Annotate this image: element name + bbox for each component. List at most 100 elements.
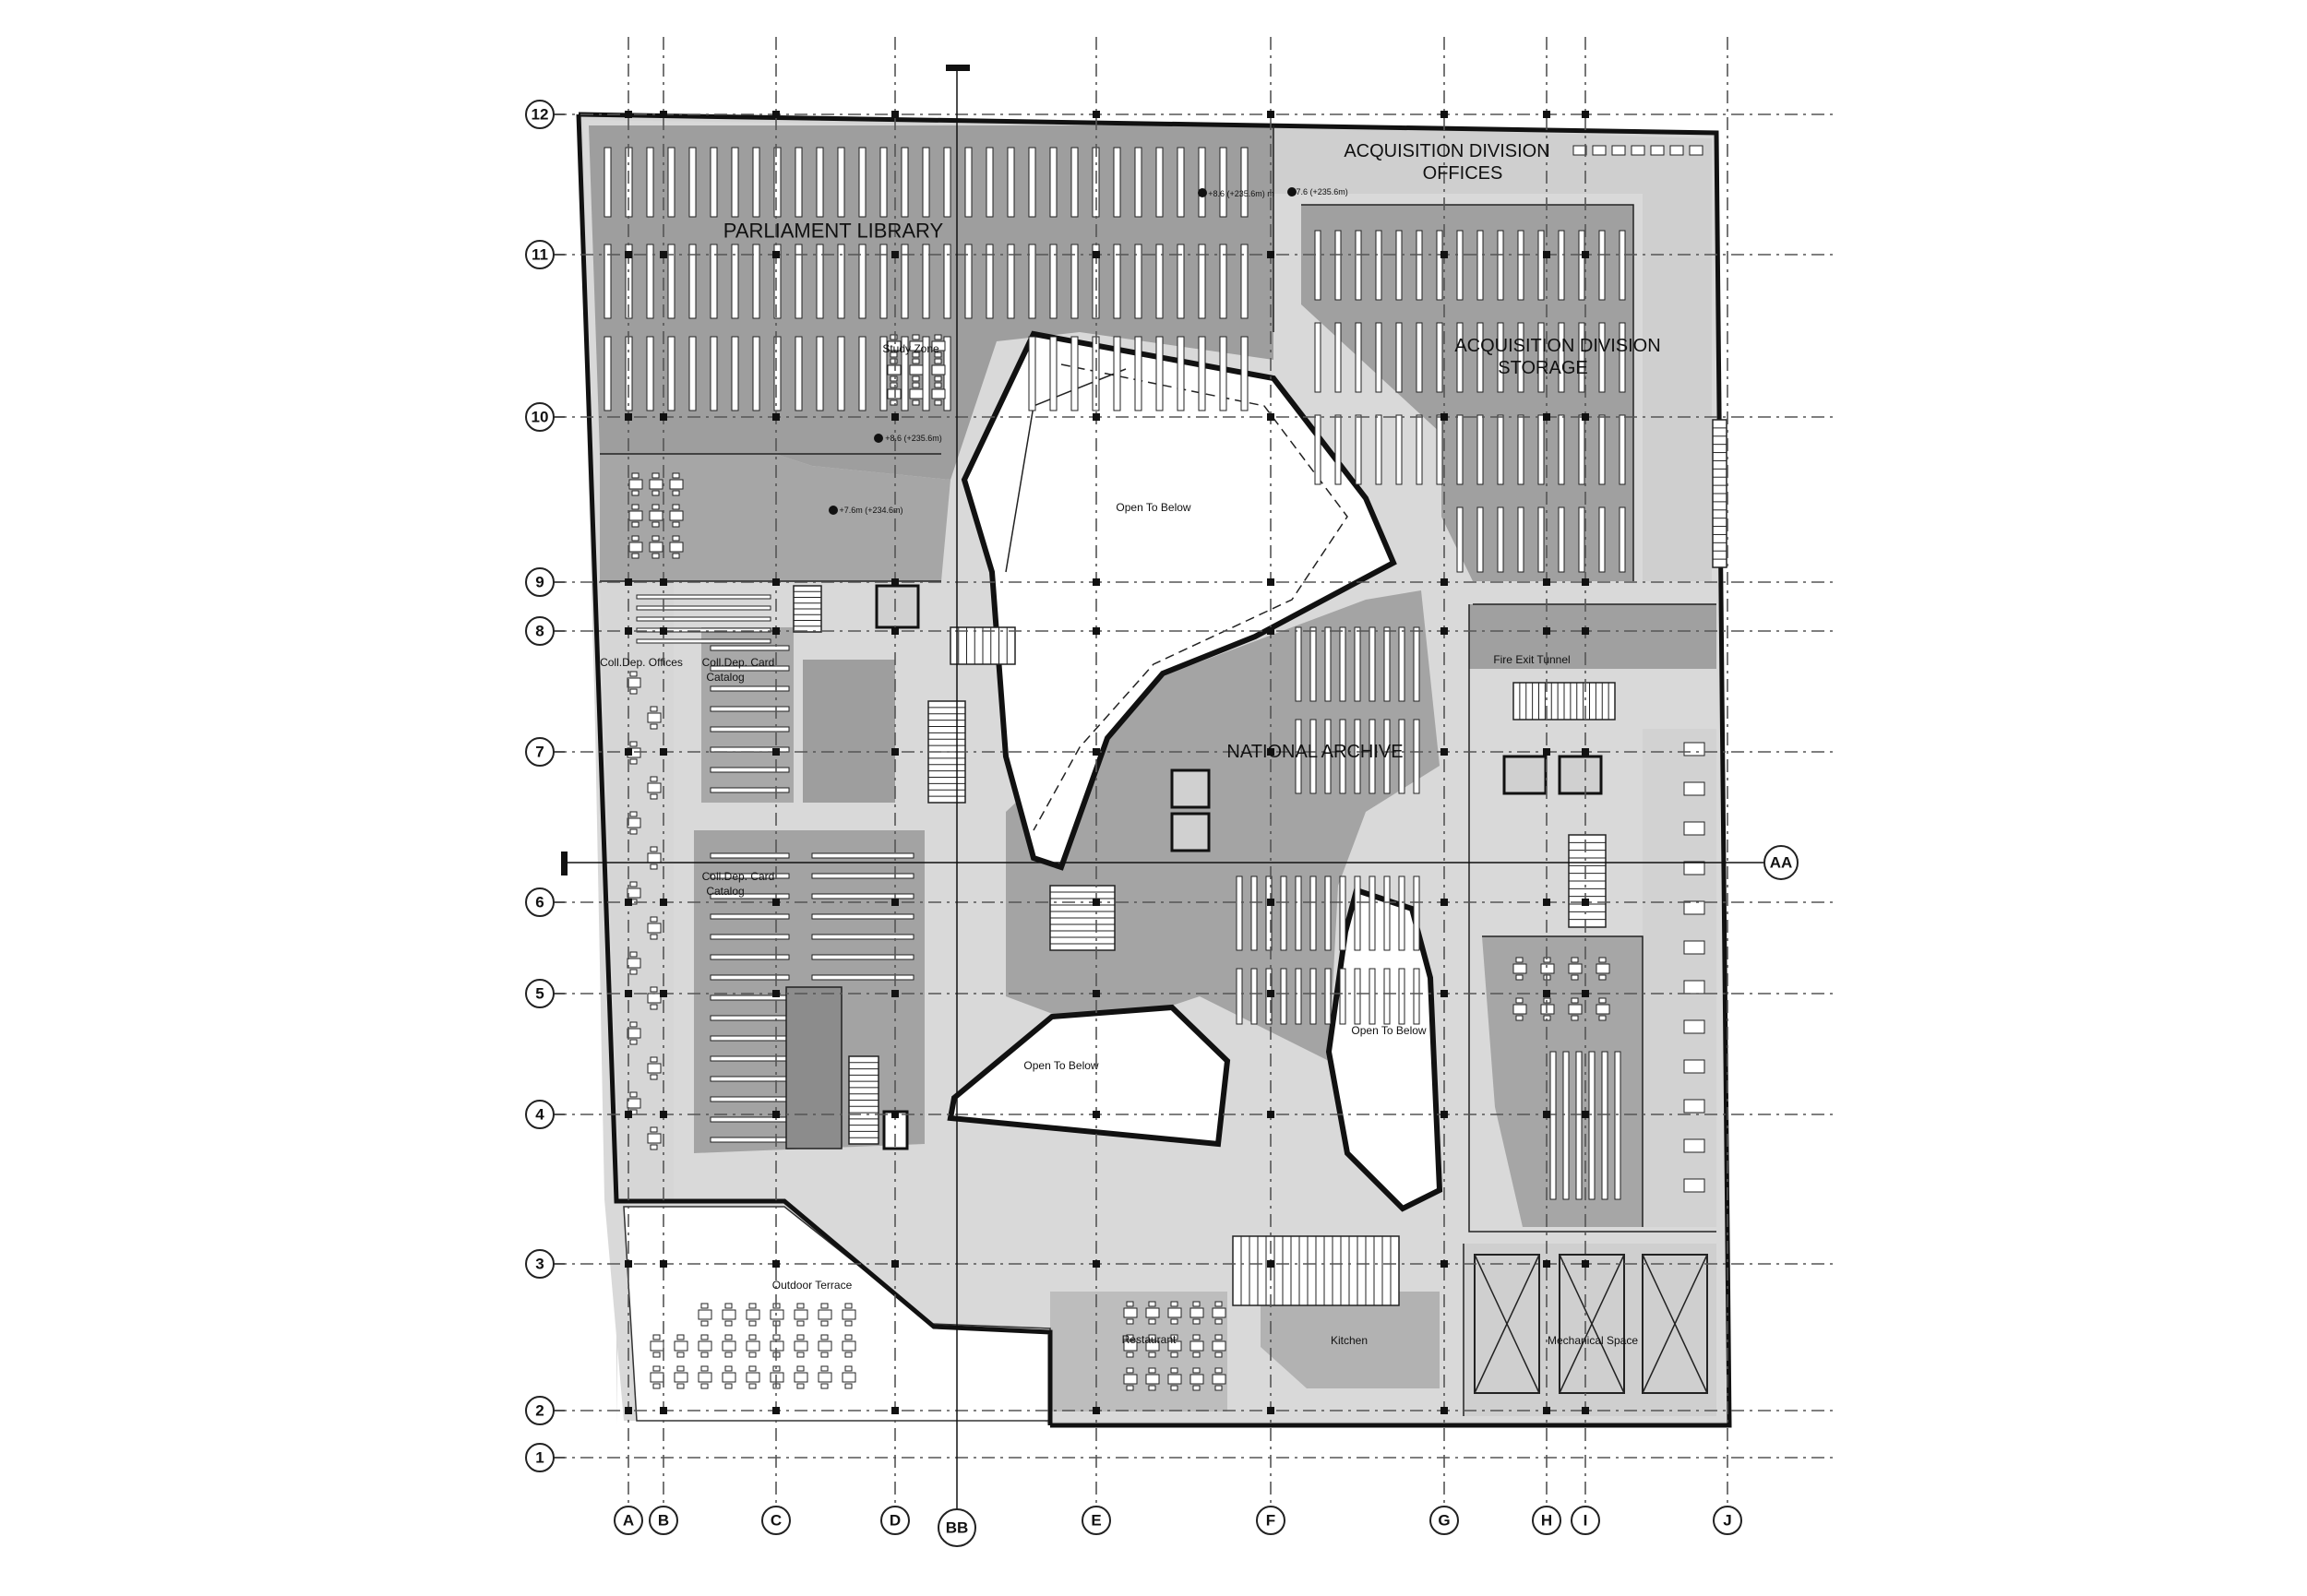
chair <box>652 1383 661 1389</box>
grid-label-row-3: 3 <box>535 1256 544 1273</box>
chair <box>672 535 680 542</box>
shelf <box>667 336 675 411</box>
structural-column <box>1093 748 1100 756</box>
chair <box>650 706 658 712</box>
chair <box>700 1365 709 1372</box>
structural-column <box>1440 899 1448 906</box>
chair <box>820 1303 829 1309</box>
fire-exit-tunnel-zone <box>1469 604 1716 669</box>
shelf <box>1416 322 1423 393</box>
shelf <box>1028 244 1036 319</box>
table <box>746 1372 760 1383</box>
shelf <box>1413 626 1420 702</box>
table <box>770 1309 784 1320</box>
chair <box>890 375 898 382</box>
structural-column <box>660 251 667 258</box>
chair <box>672 490 680 496</box>
shelf <box>710 852 790 859</box>
shelf <box>636 594 771 600</box>
grid-bubble-col-D <box>880 1506 910 1535</box>
chair <box>650 776 658 782</box>
shelf <box>1324 719 1332 794</box>
chair <box>651 472 660 479</box>
table <box>628 510 643 521</box>
shelf <box>773 244 782 319</box>
chair <box>934 334 942 340</box>
level-marker-2: +7.6 (+235.6m) <box>1291 187 1348 197</box>
shelf <box>1334 322 1342 393</box>
desk <box>1683 940 1705 955</box>
chair <box>1571 1015 1579 1021</box>
chair <box>1170 1385 1178 1391</box>
desk <box>1683 900 1705 915</box>
shelf <box>1049 336 1058 411</box>
structural-column <box>1093 251 1100 258</box>
chair <box>844 1352 853 1358</box>
section-aa-label: AA <box>1770 854 1793 872</box>
table <box>887 388 902 399</box>
chair <box>631 521 640 528</box>
shelf <box>710 1137 790 1143</box>
table <box>647 852 662 864</box>
shelf <box>795 336 803 411</box>
chair <box>631 553 640 559</box>
structural-column <box>625 748 632 756</box>
shelf <box>1619 414 1626 485</box>
desk <box>1689 145 1703 156</box>
chair <box>844 1303 853 1309</box>
table <box>842 1340 856 1352</box>
structural-column <box>1267 748 1274 756</box>
structural-column <box>1582 1407 1589 1414</box>
shelf <box>986 147 994 218</box>
elevator <box>1170 768 1211 809</box>
structural-column <box>891 1260 899 1268</box>
chair <box>844 1383 853 1389</box>
structural-column <box>660 413 667 421</box>
kitchen-label: Kitchen <box>1331 1334 1368 1347</box>
chair <box>650 723 658 730</box>
shelf <box>1578 506 1585 573</box>
shelf <box>1334 414 1342 485</box>
table <box>1212 1307 1226 1318</box>
chair <box>651 490 660 496</box>
shelf <box>1324 968 1332 1025</box>
grid-label-col-F: F <box>1266 1512 1275 1530</box>
structural-column <box>1543 251 1550 258</box>
chair <box>629 828 638 835</box>
chair <box>1192 1385 1201 1391</box>
shelf <box>1177 336 1185 411</box>
table <box>650 1340 664 1352</box>
desk <box>1683 1059 1705 1074</box>
shelf <box>1416 414 1423 485</box>
shelf <box>1497 230 1504 301</box>
table <box>1212 1340 1226 1352</box>
structural-columns <box>625 111 1589 1414</box>
shelf <box>1339 719 1346 794</box>
shelf <box>1295 875 1302 951</box>
grid-bubble-row-1 <box>525 1443 555 1472</box>
shelf <box>1398 968 1405 1025</box>
shelf <box>1113 147 1121 218</box>
shelf <box>1598 506 1606 573</box>
table <box>1145 1340 1160 1352</box>
shelf <box>1413 968 1420 1025</box>
grid-label-row-2: 2 <box>535 1402 544 1420</box>
fire-exit-tunnel-label: Fire Exit Tunnel <box>1493 653 1570 666</box>
chair <box>1598 997 1607 1004</box>
table <box>674 1340 688 1352</box>
parliament-library-label: PARLIAMENT LIBRARY <box>723 220 944 243</box>
shelf <box>1517 230 1524 301</box>
shelf <box>710 1055 790 1062</box>
chair <box>650 1126 658 1133</box>
shelf <box>811 893 914 899</box>
shelf <box>1007 244 1015 319</box>
national-archive-label: NATIONAL ARCHIVE <box>1226 742 1403 762</box>
shelf <box>731 244 739 319</box>
structural-column <box>1582 990 1589 997</box>
shelf <box>1070 147 1079 218</box>
grid-bubble-row-2 <box>525 1396 555 1425</box>
chair <box>650 916 658 923</box>
chair <box>1571 957 1579 963</box>
structural-column <box>1543 1260 1550 1268</box>
table <box>818 1309 832 1320</box>
